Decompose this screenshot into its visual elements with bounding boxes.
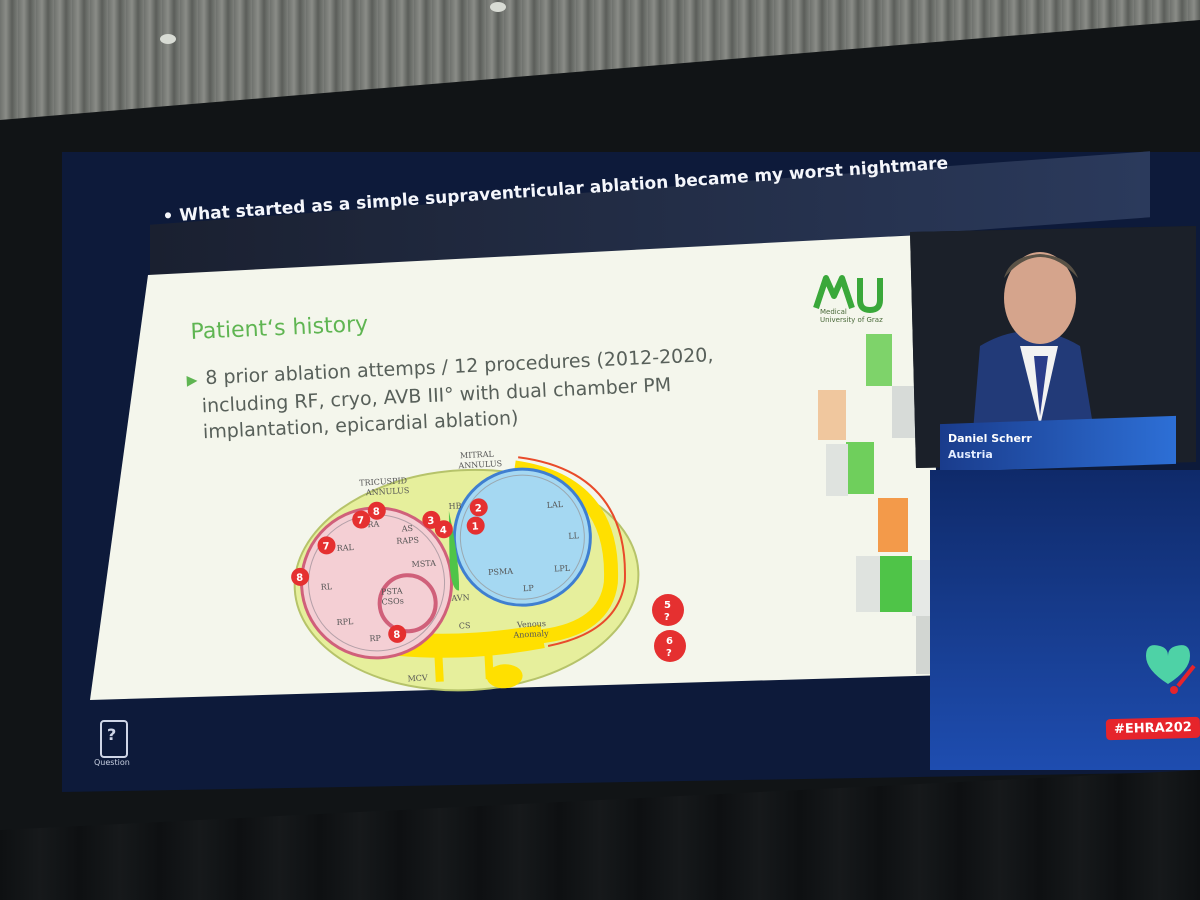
label-lpl: LPL (554, 564, 571, 574)
label-avn: AVN (450, 593, 470, 603)
logo-caption: Medical University of Graz (820, 308, 883, 324)
question-icon: ? (107, 725, 117, 744)
label-tricuspid-annulus: ANNULUS (365, 486, 410, 497)
svg-text:2: 2 (475, 503, 483, 514)
vein-bulb (486, 664, 523, 689)
heart-logo-icon (1146, 645, 1196, 694)
badge-8-left: 8 (291, 567, 310, 586)
heart-annulus-diagram: MITRAL ANNULUS TRICUSPID ANNULUS HB RA A… (291, 450, 640, 692)
ceiling (0, 0, 1200, 120)
label-venous: Venous (516, 619, 546, 630)
label-msta: MSTA (411, 559, 436, 569)
label-csos: CSOs (381, 596, 404, 606)
label-raps: RAPS (396, 536, 419, 546)
question-label: Question (94, 758, 130, 767)
label-rp: RP (369, 634, 381, 644)
svg-text:?: ? (666, 648, 672, 659)
mu-logo-icon (813, 275, 883, 314)
svg-text:3: 3 (427, 516, 435, 527)
badge-7-left: 7 (317, 536, 336, 555)
vein-branch (434, 651, 444, 682)
badge-7-top: 7 (352, 510, 371, 529)
label-mcv: MCV (407, 673, 428, 683)
badge-5-question: 5 ? (652, 594, 684, 626)
decor-block (826, 444, 848, 496)
speaker-country: Austria (948, 448, 993, 461)
svg-text:7: 7 (322, 541, 330, 552)
decor-block (878, 498, 908, 552)
svg-text:5: 5 (664, 600, 671, 611)
svg-text:8: 8 (373, 507, 381, 518)
decor-block (846, 442, 874, 494)
svg-text:4: 4 (440, 525, 448, 536)
label-mitral-annulus: ANNULUS (457, 459, 502, 470)
decor-block (818, 390, 846, 440)
label-lal: LAL (546, 500, 564, 510)
play-arrow-icon: ▶ (186, 372, 198, 389)
label-ral: RAL (336, 543, 354, 553)
label-mitral: MITRAL (460, 450, 495, 461)
badge-2: 2 (469, 498, 488, 517)
label-ra: RA (367, 520, 379, 530)
label-tricuspid: TRICUSPID (359, 476, 407, 487)
label-lp: LP (523, 584, 535, 594)
badge-8-top: 8 (367, 501, 386, 520)
label-psma: PSMA (488, 567, 513, 577)
label-anomaly: Anomaly (512, 629, 549, 640)
svg-text:6: 6 (666, 636, 673, 647)
label-as: AS (401, 524, 414, 534)
question-button[interactable] (100, 720, 128, 758)
ceiling-light (490, 2, 506, 12)
label-rpl: RPL (336, 617, 354, 627)
ceiling-light (160, 34, 176, 44)
mitral-inner (459, 474, 585, 600)
svg-text:7: 7 (357, 515, 365, 526)
badge-1: 1 (466, 516, 485, 535)
badge-4: 4 (434, 520, 453, 539)
svg-text:8: 8 (393, 630, 401, 641)
label-ll: LL (568, 531, 580, 541)
badge-6-question: 6 ? (654, 630, 686, 662)
badge-3: 3 (422, 510, 441, 529)
label-hb: HB (448, 501, 461, 511)
svg-text:?: ? (664, 612, 670, 623)
svg-text:8: 8 (296, 573, 304, 584)
badge-8-bottom: 8 (388, 624, 407, 643)
title-bullet: • (162, 205, 181, 227)
cs-ostium (377, 573, 438, 634)
decor-block (880, 556, 912, 612)
svg-text:1: 1 (471, 521, 479, 532)
label-cs: CS (459, 621, 471, 631)
label-psta: PSTA (381, 587, 403, 597)
decor-block (856, 556, 880, 612)
decor-block (866, 334, 892, 386)
label-rl: RL (320, 582, 332, 592)
speaker-name: Daniel Scherr (948, 432, 1032, 445)
event-hashtag: #EHRA202 (1105, 716, 1200, 741)
outer-line (518, 456, 626, 647)
